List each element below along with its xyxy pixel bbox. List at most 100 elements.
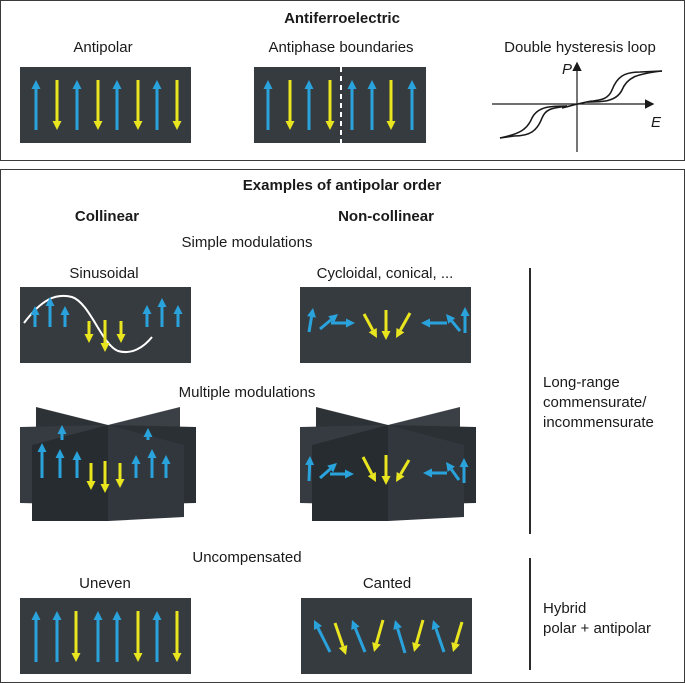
e-axis-label: E <box>651 114 662 131</box>
down-arrow <box>52 80 62 130</box>
multiple-modulations-label: Multiple modulations <box>178 384 316 401</box>
canted-arrow <box>396 459 411 482</box>
antipolar-panel <box>20 67 191 143</box>
loop-lower-inner <box>499 105 568 139</box>
down-arrow <box>93 80 103 130</box>
uncompensated-label: Uncompensated <box>192 549 302 566</box>
long-range-label-line2: commensurate/ <box>543 394 647 411</box>
canted-arrow <box>314 620 332 653</box>
loop-upper-inner <box>586 70 663 103</box>
up-arrow <box>72 451 82 478</box>
canted-arrow <box>396 312 412 338</box>
up-arrow <box>112 611 122 662</box>
down-arrow <box>116 321 126 343</box>
up-arrow <box>143 428 153 440</box>
loop-lower-outer <box>499 105 568 139</box>
up-arrow <box>459 458 469 483</box>
p-axis-label: P <box>562 61 573 78</box>
canted-arrow <box>351 620 367 653</box>
canted-arrow <box>362 313 377 338</box>
up-arrow <box>263 80 273 130</box>
up-arrow <box>147 449 157 478</box>
cycloidal-label: Cycloidal, conical, ... <box>316 265 454 282</box>
sinusoidal-label: Sinusoidal <box>69 265 139 282</box>
collinear-heading: Collinear <box>74 208 140 225</box>
down-arrow <box>86 463 96 490</box>
antiferroelectric-title: Antiferroelectric <box>284 10 400 27</box>
down-arrow <box>84 321 94 343</box>
up-arrow <box>173 305 183 327</box>
hybrid-label-line2: polar + antipolar <box>543 620 651 637</box>
canted-arrow <box>372 619 385 652</box>
up-arrow <box>112 80 122 130</box>
examples-title: Examples of antipolar order <box>242 177 442 194</box>
up-arrow <box>460 307 470 333</box>
up-arrow <box>31 80 41 130</box>
canted-arrow <box>431 620 446 653</box>
double-hysteresis-loop <box>492 61 663 152</box>
non-collinear-heading: Non-collinear <box>338 208 434 225</box>
canted-arrow <box>451 621 464 652</box>
up-arrow <box>152 611 162 662</box>
antipolar-label: Antipolar <box>73 39 133 56</box>
canted-arrow <box>361 456 376 482</box>
down-arrow <box>133 611 143 662</box>
canted-arrow <box>319 463 337 480</box>
canted-arrow <box>446 462 461 481</box>
canted-arrow <box>446 314 462 332</box>
up-arrow <box>37 443 47 478</box>
down-arrow <box>325 80 335 130</box>
up-arrow <box>152 80 162 130</box>
up-arrow <box>45 297 55 327</box>
up-arrow <box>57 425 67 440</box>
up-arrow <box>157 298 167 327</box>
uneven-label: Uneven <box>79 575 131 592</box>
canted-arrow <box>307 308 316 333</box>
down-arrow <box>386 80 396 130</box>
long-range-label-line3: incommensurate <box>543 414 654 431</box>
antiphase-label: Antiphase boundaries <box>268 39 414 56</box>
down-arrow <box>172 80 182 130</box>
down-arrow <box>100 461 110 493</box>
down-arrow <box>381 310 391 340</box>
down-arrow <box>172 611 182 662</box>
canted-arrow <box>393 620 407 654</box>
canted-arrow <box>333 622 348 655</box>
up-arrow <box>60 306 70 327</box>
canted-arrow <box>319 314 338 331</box>
up-arrow <box>55 449 65 478</box>
hybrid-bracket <box>529 558 531 670</box>
long-range-label-line1: Long-range <box>543 374 620 391</box>
up-arrow <box>367 80 377 130</box>
uneven-panel <box>20 598 191 674</box>
down-arrow <box>381 455 391 485</box>
up-arrow <box>93 611 103 662</box>
right-arrow <box>331 318 355 328</box>
down-arrow <box>100 320 110 352</box>
up-arrow <box>161 455 171 478</box>
up-arrow <box>52 611 62 662</box>
up-arrow <box>31 611 41 662</box>
up-arrow <box>304 80 314 130</box>
up-arrow <box>30 306 40 327</box>
up-arrow <box>142 305 152 327</box>
double-loop-label: Double hysteresis loop <box>504 39 656 56</box>
up-arrow <box>305 456 315 482</box>
down-arrow <box>133 80 143 130</box>
canted-arrow <box>412 619 425 652</box>
down-arrow <box>71 611 81 662</box>
down-arrow <box>285 80 295 130</box>
hybrid-label-line1: Hybrid <box>543 600 587 617</box>
loop-center <box>561 100 593 109</box>
canted-panel <box>301 598 472 674</box>
up-arrow <box>72 80 82 130</box>
canted-label: Canted <box>362 575 412 592</box>
right-arrow <box>330 469 354 479</box>
up-arrow <box>131 455 141 478</box>
down-arrow <box>115 463 125 488</box>
left-arrow <box>423 468 447 478</box>
simple-modulations-label: Simple modulations <box>181 234 313 251</box>
loop-upper-outer <box>586 70 663 103</box>
up-arrow <box>347 80 357 130</box>
